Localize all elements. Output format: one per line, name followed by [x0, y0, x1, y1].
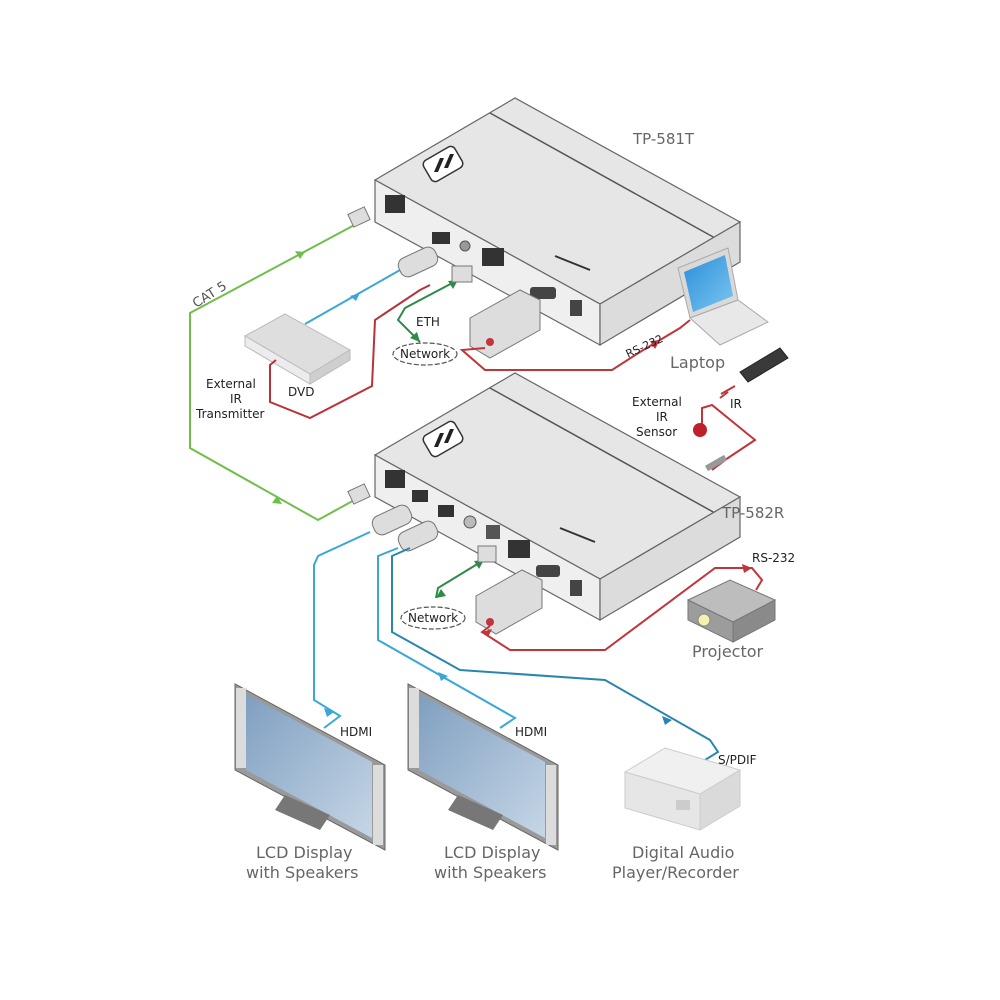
projector-label: Projector	[692, 642, 764, 661]
cat5-arrow-icon	[272, 496, 282, 504]
db9-connector-bottom	[475, 569, 543, 635]
tp-582r-ports	[385, 470, 596, 596]
tp-581t-device	[373, 97, 742, 347]
ext-ir-sensor-label-3: Sensor	[636, 425, 677, 439]
spdif-cable	[391, 547, 720, 761]
tp-581t-label: TP-581T	[632, 130, 695, 148]
ir-sensor-icon	[693, 423, 707, 437]
network-cloud-top	[392, 342, 458, 366]
lcd1-label-2: with Speakers	[246, 863, 358, 882]
ir-sensor-cable	[701, 403, 757, 471]
rs232-cable-top	[459, 319, 691, 371]
ir-label: IR	[730, 397, 742, 411]
eth-arrow-icon	[410, 332, 420, 342]
hdmi-cable-lcd1	[313, 531, 371, 729]
ext-ir-tx-label-2: IR	[230, 392, 242, 406]
hdmi-connector	[397, 246, 439, 278]
rs232-arrow-icon	[650, 340, 660, 349]
hdmi-arrow-icon	[350, 293, 360, 301]
ir-signal-icon	[719, 385, 736, 399]
spdif-label: S/PDIF	[718, 753, 757, 767]
digital-audio-player	[623, 747, 742, 831]
db9-connector-top	[469, 289, 541, 359]
lcd2-label-2: with Speakers	[434, 863, 546, 882]
network-label-bottom: Network	[408, 611, 458, 625]
rj45-connector	[347, 206, 371, 228]
eth-connector	[451, 265, 473, 283]
laptop	[677, 247, 769, 346]
hdmi-cable-lcd2	[377, 547, 517, 729]
eth-label: ETH	[416, 315, 440, 329]
cat5-arrow-icon	[295, 251, 305, 259]
hdmi-label-2: HDMI	[515, 725, 547, 739]
tp-582r-label: TP-582R	[721, 504, 784, 522]
lcd2-label-1: LCD Display	[444, 843, 540, 862]
hdmi-arrow-icon	[324, 708, 334, 717]
kramer-logo	[422, 420, 464, 458]
eth-cable-top	[396, 279, 459, 343]
remote-control-icon	[739, 347, 789, 383]
hdmi-connectors-bottom	[371, 504, 439, 552]
lcd1-label-1: LCD Display	[256, 843, 352, 862]
ir-transmitter-cable	[269, 284, 431, 420]
laptop-label: Laptop	[670, 353, 725, 372]
dvd-label: DVD	[288, 385, 314, 399]
eth-arrow-icon	[436, 589, 446, 598]
network-label-top: Network	[400, 347, 450, 361]
projector	[686, 579, 777, 643]
hdmi-label-1: HDMI	[340, 725, 372, 739]
lcd-display-2	[407, 683, 559, 851]
dvd-player	[243, 313, 352, 385]
rs232-arrow-icon	[742, 564, 752, 573]
ext-ir-sensor-label-1: External	[632, 395, 682, 409]
rs232-label-bottom: RS-232	[752, 551, 795, 565]
tp-582r-device	[373, 372, 742, 622]
mini-jack-icon	[704, 454, 728, 472]
kramer-logo	[422, 145, 464, 183]
network-cloud-bottom	[400, 606, 466, 630]
audio-label-2: Player/Recorder	[612, 863, 739, 882]
rj45-connector	[347, 483, 371, 505]
cat5-label: CAT 5	[190, 279, 230, 311]
lcd-display-1	[234, 683, 386, 851]
cat5-cable	[189, 206, 371, 522]
ext-ir-tx-label-3: Transmitter	[195, 407, 265, 421]
spdif-arrow-icon	[662, 716, 672, 725]
eth-connector	[477, 545, 497, 563]
rs232-label-top: RS-232	[624, 332, 665, 361]
hdmi-arrow-icon	[438, 672, 448, 681]
audio-label-1: Digital Audio	[632, 843, 734, 862]
ext-ir-tx-label-1: External	[206, 377, 256, 391]
eth-cable-bottom	[435, 559, 485, 599]
ext-ir-sensor-label-2: IR	[656, 410, 668, 424]
rs232-arrow-icon	[482, 629, 492, 637]
tp-581t-ports	[385, 195, 591, 316]
